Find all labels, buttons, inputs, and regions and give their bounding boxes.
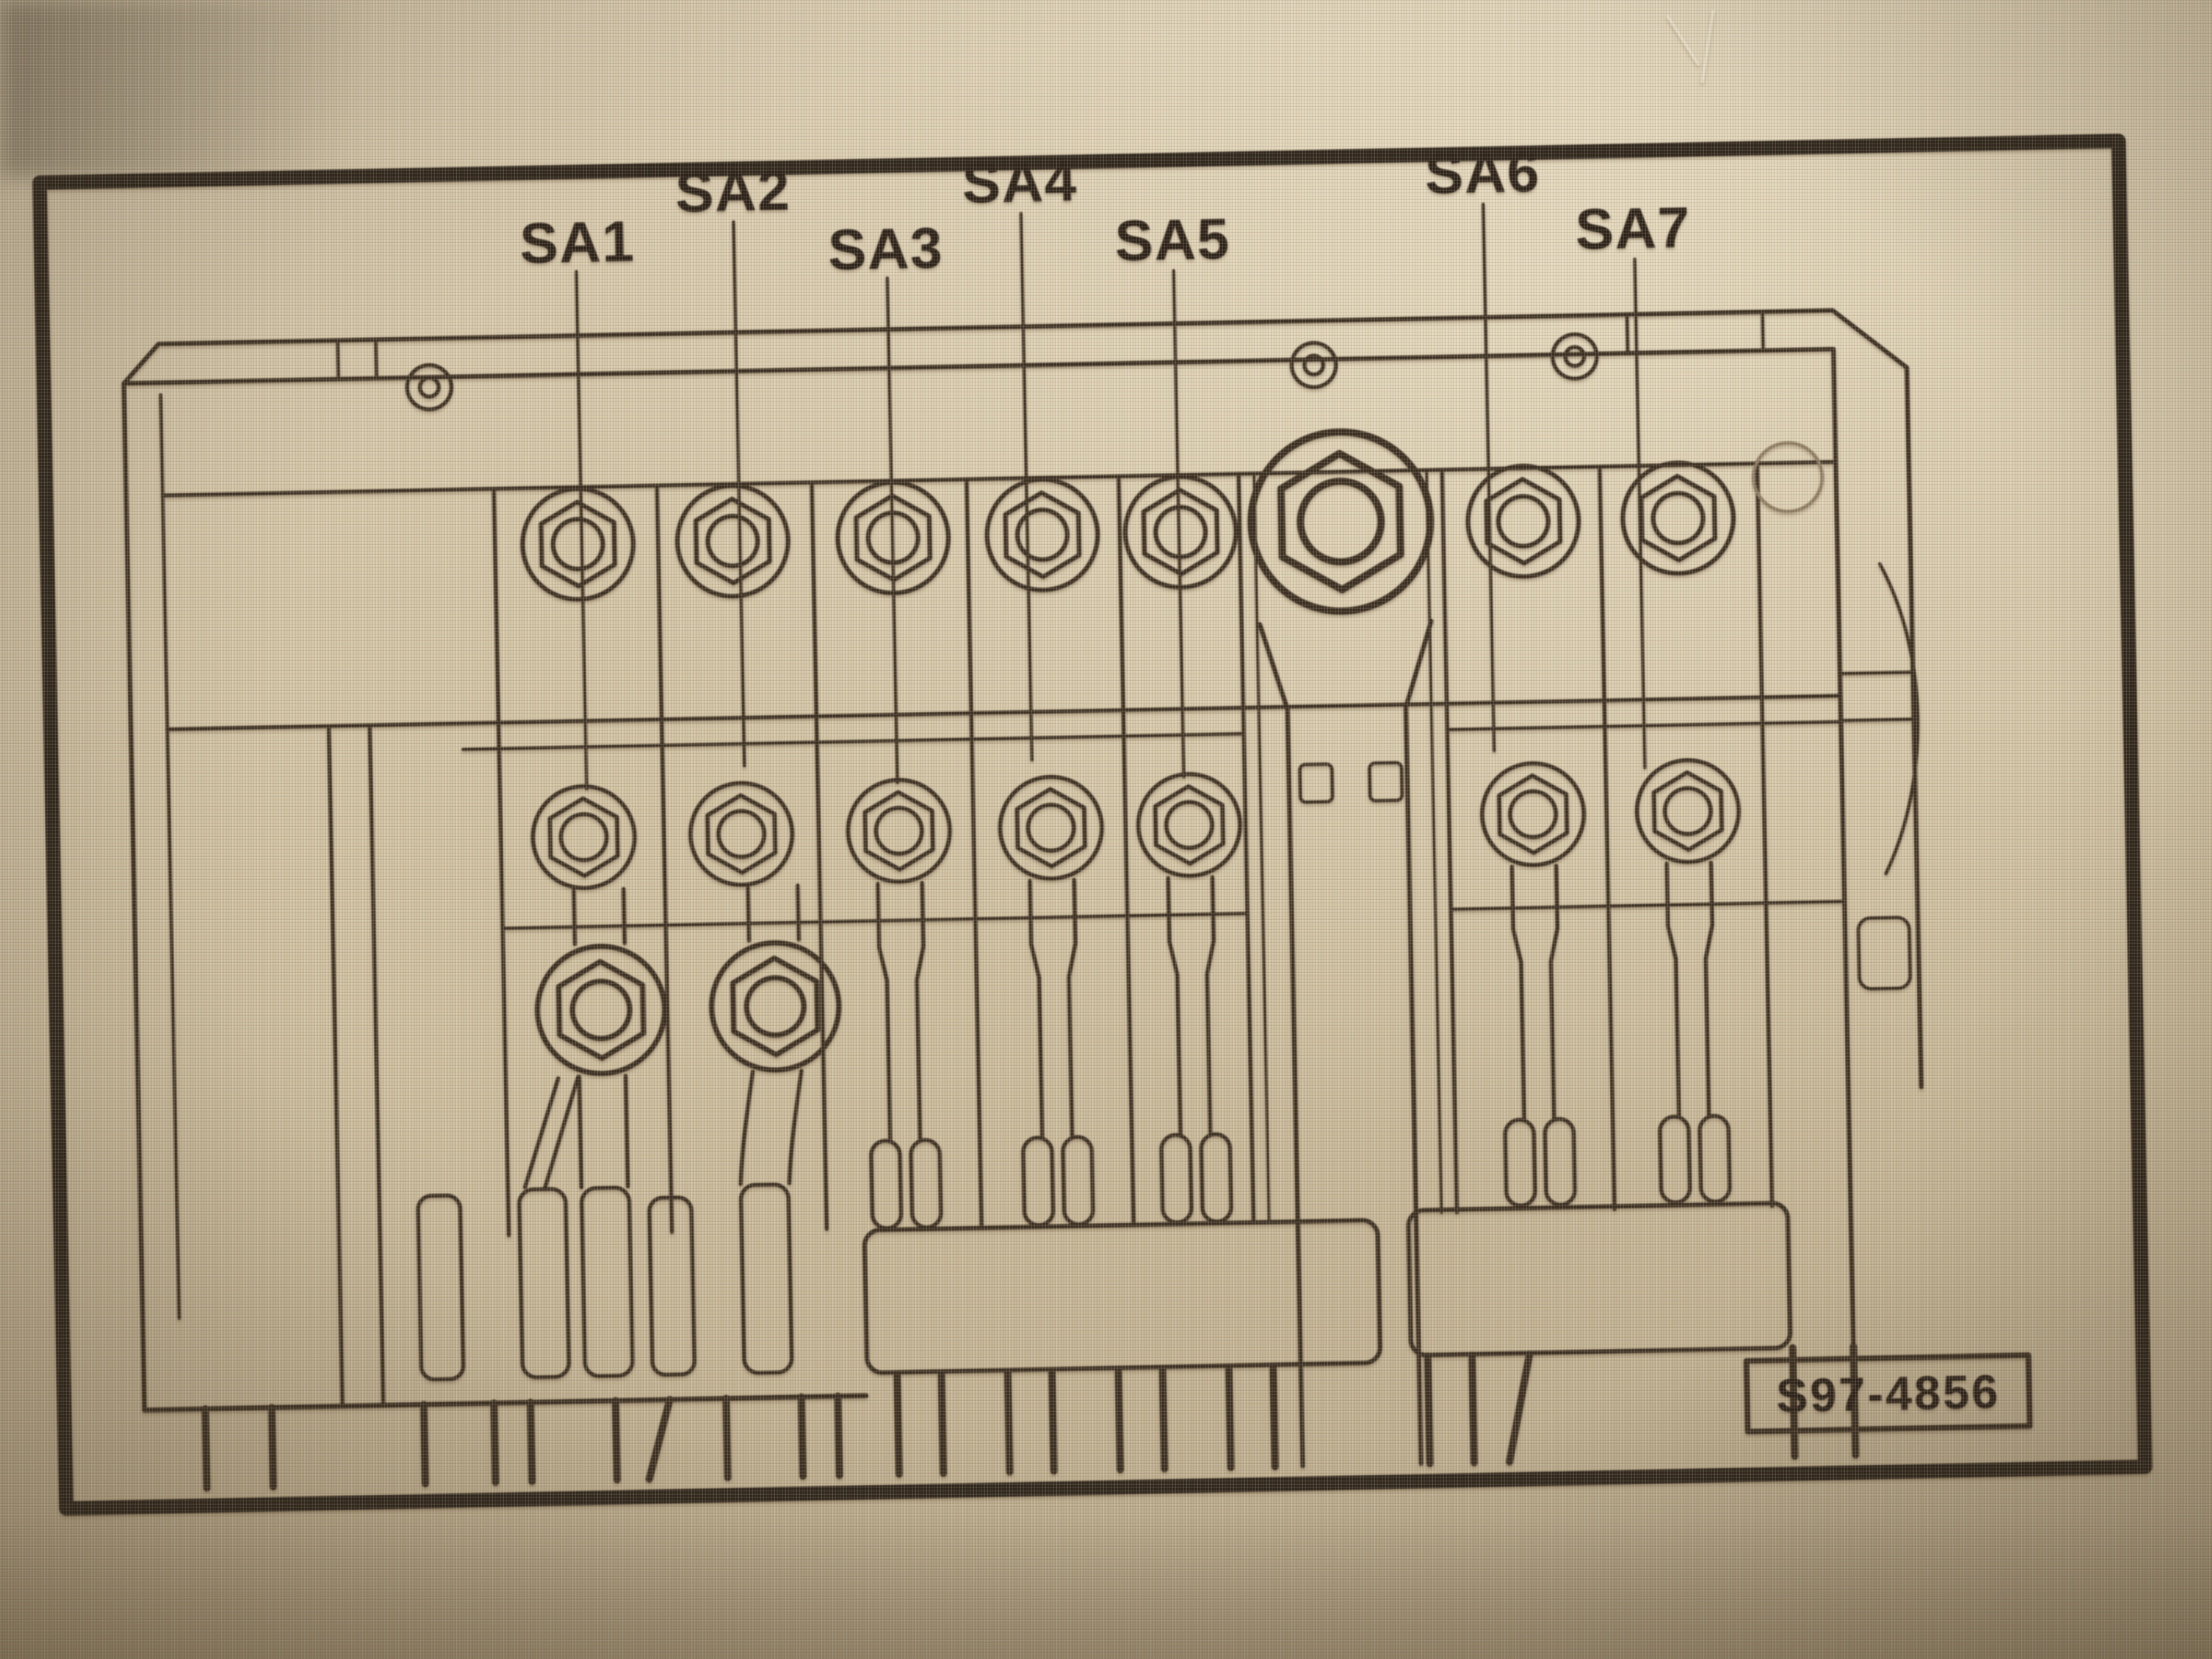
reference-code-box: S97-4856 (1744, 1352, 2033, 1434)
leader-line-sa3 (885, 276, 899, 785)
left-strips (327, 726, 697, 1408)
diagram-frame (32, 133, 2153, 1516)
terminal-comb (142, 1343, 1860, 1492)
label-sa2: SA2 (675, 158, 791, 225)
heavy-straps (517, 883, 804, 1380)
screen-scratch (1666, 9, 1715, 84)
label-sa4: SA4 (962, 149, 1078, 216)
hex-nut-row-top (521, 424, 1735, 628)
photo-shadow-top-left (0, 0, 498, 177)
label-sa1: SA1 (519, 210, 636, 276)
label-sa3: SA3 (827, 216, 944, 283)
right-housing-details (1838, 562, 1919, 991)
leader-line-sa2 (732, 220, 746, 768)
fuse-strips (869, 860, 1732, 1230)
central-strap (1258, 618, 1434, 1468)
leader-line-sa7 (1633, 257, 1647, 769)
leader-line-sa5 (1172, 269, 1186, 779)
label-sa7: SA7 (1575, 195, 1692, 262)
hex-nut-row-middle (532, 759, 1740, 889)
leader-lines (575, 202, 1647, 791)
label-sa5: SA5 (1114, 207, 1231, 273)
reference-code-text: S97-4856 (1776, 1365, 2001, 1423)
leader-line-sa4 (1019, 211, 1034, 762)
bus-bars (862, 1201, 1793, 1375)
photo-shadow-bottom (0, 1515, 2212, 1659)
screw-holes (405, 332, 1824, 513)
leader-line-sa1 (575, 270, 588, 791)
label-sa6: SA6 (1425, 140, 1541, 206)
leader-line-sa6 (1481, 202, 1496, 753)
housing-partitions (492, 461, 1775, 1238)
hex-nut-row-lower (536, 942, 841, 1075)
main-terminal-nut (1249, 430, 1432, 613)
